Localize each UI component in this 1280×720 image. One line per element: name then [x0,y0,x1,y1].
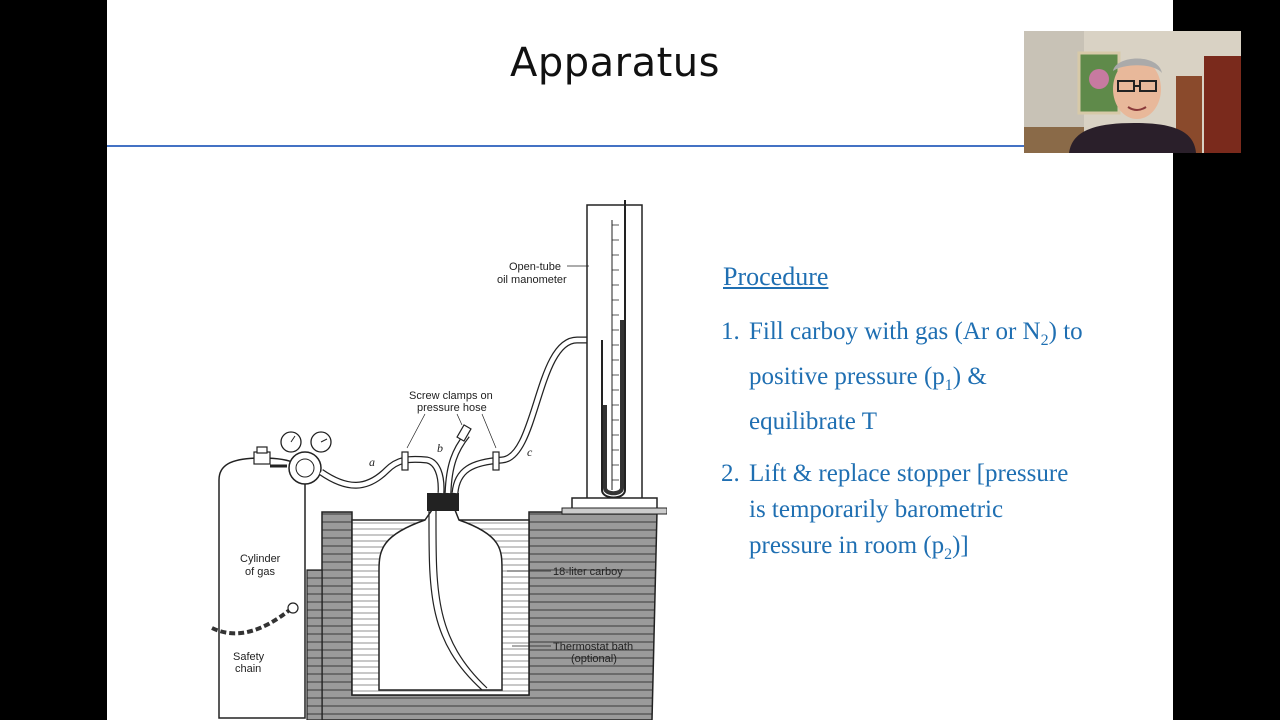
step-number: 1. [721,318,740,345]
step-line: pressure in room (p2)] [749,532,969,563]
procedure-step-1: 1. Fill carboy with gas (Ar or N2) to po… [721,314,1161,440]
step-number: 2. [721,460,740,487]
slide-title: Apparatus [510,40,720,86]
label-manometer: Open-tube [509,261,561,273]
label-bath-2: (optional) [571,653,617,665]
label-clamps: Screw clamps on [409,390,493,402]
procedure-heading: Procedure [723,262,829,291]
label-carboy: 18-liter carboy [553,566,623,578]
title-divider [107,145,1024,147]
step-line: positive pressure (p1) & [749,363,987,394]
presenter-video-frame [1024,31,1241,153]
label-hose-c: c [527,445,533,459]
label-cylinder-2: of gas [245,566,275,578]
step-line: equilibrate T [749,408,877,435]
presenter-video [1024,31,1241,153]
label-hose-b: b [437,441,443,455]
label-cylinder: Cylinder [240,553,281,565]
label-chain: Safety [233,651,265,663]
step-line: Fill carboy with gas (Ar or N2) to [749,318,1083,349]
label-chain-2: chain [235,663,261,675]
label-bath: Thermostat bath [553,641,633,653]
procedure-step-2: 2. Lift & replace stopper [pressure is t… [721,456,1161,573]
step-line: Lift & replace stopper [pressure [749,460,1069,487]
label-manometer-2: oil manometer [497,274,567,286]
label-hose-a: a [369,455,375,469]
apparatus-diagram: Open-tube oil manometer Screw clamps on … [211,200,667,720]
label-clamps-2: pressure hose [417,402,487,414]
procedure-list: 1. Fill carboy with gas (Ar or N2) to po… [721,314,1161,589]
step-line: is temporarily barometric [749,496,1004,523]
